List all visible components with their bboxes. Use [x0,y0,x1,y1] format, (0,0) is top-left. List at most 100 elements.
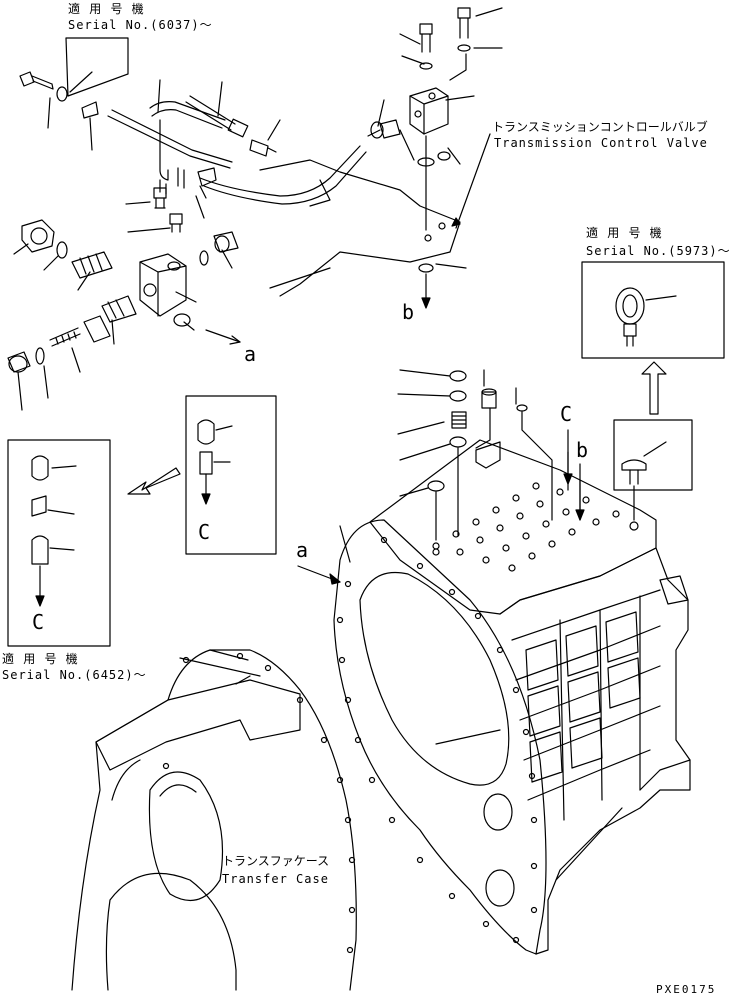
washer-icon [57,87,67,101]
serial-5973-inset [582,262,724,520]
detent-spacer [32,496,46,516]
lifting-bolt-leader [644,442,666,456]
valve-body [410,88,448,134]
tcv-en-label: Transmission Control Valve [494,136,708,150]
spring-2 [102,296,136,322]
transfer-case-jp-label: トランスファケース [222,854,330,868]
plate-part-5 [450,437,466,447]
transfer-case-holes [164,654,355,953]
serial-5973-box [582,262,724,358]
spring-1 [72,252,112,278]
housing-raised-block [476,442,500,468]
leader-lines-top-right [400,8,502,268]
transfer-case-bore-1 [149,772,222,900]
spring-3 [50,328,80,346]
marker-b-upper: b [402,300,415,324]
plate-part-3 [450,391,466,401]
arrow-head-c-left [36,596,44,606]
transfer-case-leader [236,676,250,684]
lifting-bolt-box [614,420,692,490]
detent-inset-group [8,396,276,646]
arrow-head-b-down [576,510,584,520]
eyebolt-icon [616,288,644,346]
serial-6037-label: Serial No.(6037)～ [68,18,213,32]
washer-2 [420,63,432,69]
marker-c-plate: C [560,402,573,426]
transmission-housing [0,0,690,954]
o-ring-4 [36,348,44,364]
transfer-case [72,650,356,990]
tcv-leader-arrow-head [452,218,460,226]
plate-leader-lines [398,370,516,496]
serial-6037-inset-box [66,38,128,96]
drawing-code-label: PXE0175 [656,983,717,996]
tube-pipe-4 [186,96,235,130]
piston-icon [84,316,110,342]
serial-6037-jp-label: 適 用 号 機 [68,2,145,16]
valve-block-group [8,196,240,410]
tube-pipe-3 [160,120,168,180]
inset-box-left [8,440,110,646]
plate-part-7 [517,405,527,411]
arrow-head-b-upper [422,298,430,308]
tube-fitting-1 [250,140,276,156]
marker-a-upper: a [244,342,257,366]
serial-6452-jp-label: 適 用 号 機 [2,652,79,666]
tube-nut-2 [371,122,383,138]
transfer-case-bore-2 [106,873,236,990]
tube-nut-1 [228,119,248,137]
housing-port-1 [484,794,512,830]
marker-c-left: C [32,610,45,634]
housing-foot [640,760,690,790]
transfer-case-en-label: Transfer Case [222,872,329,886]
tube-bracket [198,168,216,186]
tube-pipe-2 [150,102,225,128]
housing-side-leader [556,808,622,880]
tcv-jp-label: トランスミッションコントロールバルブ [492,120,708,134]
eyebolt-leader [646,296,676,300]
tube-elbow-1 [160,180,166,194]
inset-box-middle [186,396,276,554]
marker-a-lower: a [296,538,309,562]
upgrade-arrow [642,362,666,414]
plate-part-1 [450,371,466,381]
plate-part-4 [452,412,466,428]
housing-side-lug [660,576,688,604]
leader-lines-left [14,196,232,410]
detent-sleeve-2 [32,536,48,564]
valve-plate-group [398,370,584,540]
plate-part-6 [428,481,444,491]
top-face-holes [433,483,638,571]
transfer-case-top-edge [180,650,260,676]
fitting-right-of-block [214,232,238,252]
hollow-pointer-arrow [128,468,180,494]
transfer-case-top-block [96,680,300,770]
o-ring-5 [418,158,434,166]
serial-6452-label: Serial No.(6452)～ [2,668,147,682]
tube-pipe-5 [200,146,366,204]
plate-hole-1 [425,235,431,241]
plate-drop-lines [436,408,580,540]
o-ring-2 [200,251,208,265]
plate-part-2 [482,389,496,408]
housing-ribs [512,590,660,820]
detent-ball-2 [32,456,48,480]
arrow-head-c-middle [202,494,210,504]
housing-port-2 [486,870,514,906]
arrow-to-a-upper [206,330,240,342]
detent-sleeve-1 [200,452,212,474]
plug-icon [8,352,30,372]
flange-bolt-holes [338,538,537,943]
leader-to-a [340,526,350,562]
transfer-case-outline [72,650,356,990]
tube-union-1 [154,188,166,208]
o-ring-3 [174,314,190,326]
o-ring-7 [419,264,433,272]
detent-leader-2 [48,466,76,550]
valve-block-body [140,254,186,316]
housing-side-body [500,548,690,954]
tube-assembly-group [20,38,400,232]
washer-3 [458,45,470,51]
